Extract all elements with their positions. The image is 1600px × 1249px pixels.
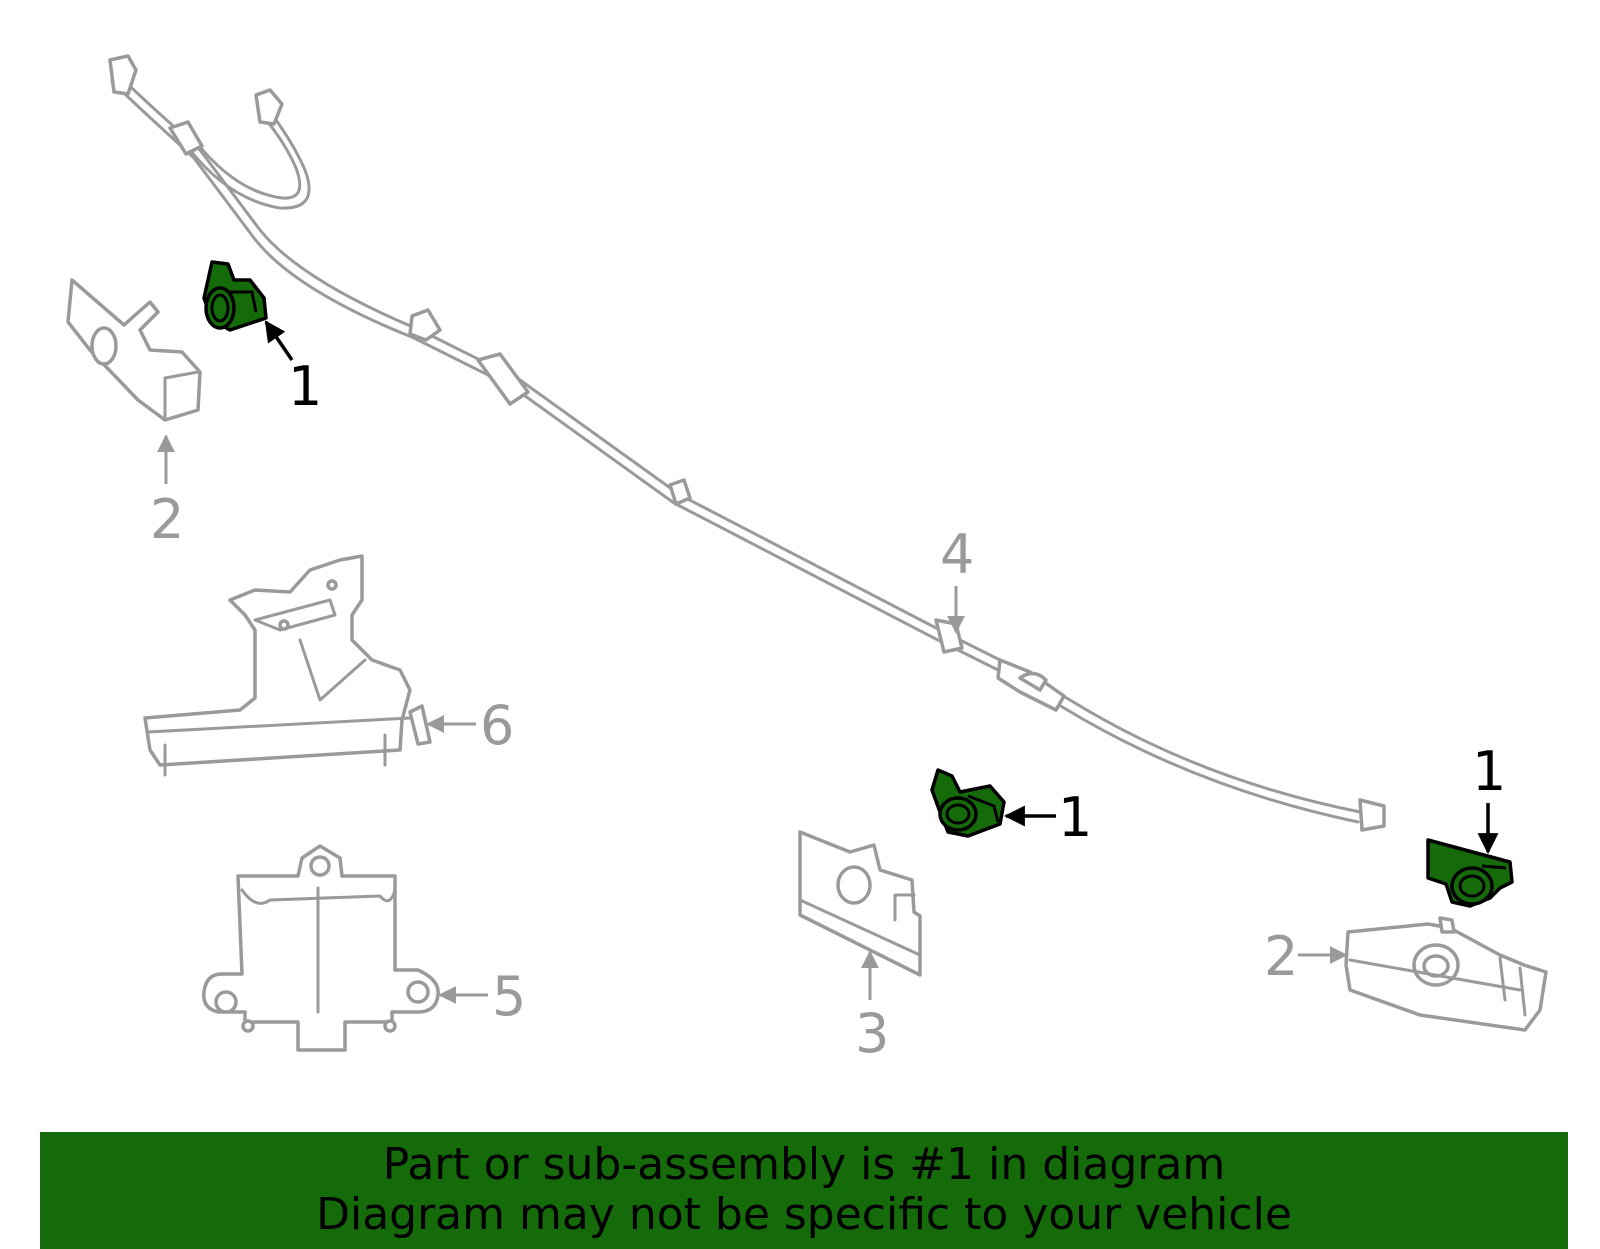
callout-bracket-left: 2 bbox=[150, 488, 184, 551]
parking-sensor-right bbox=[1426, 838, 1514, 908]
banner-line-1: Part or sub-assembly is #1 in diagram bbox=[382, 1139, 1226, 1190]
callout-harness: 4 bbox=[940, 523, 974, 586]
callout-module: 5 bbox=[492, 965, 526, 1028]
callout-bracket-right: 2 bbox=[1264, 925, 1298, 988]
parts-diagram: 1 1 1 2 2 3 4 5 6 bbox=[66, 54, 1548, 1065]
parking-sensor-top-left bbox=[202, 260, 268, 332]
wiring-harness bbox=[108, 54, 1386, 832]
leader-sensor-top-left bbox=[264, 320, 294, 361]
control-module bbox=[202, 844, 440, 1052]
callout-sensor-right: 1 bbox=[1472, 740, 1506, 803]
banner-line-2: Diagram may not be specific to your vehi… bbox=[316, 1189, 1292, 1240]
center-sensor-bracket bbox=[798, 830, 922, 977]
callout-sensor-top-left: 1 bbox=[288, 355, 322, 418]
sensor-mount bbox=[143, 554, 432, 777]
callout-sensor-middle: 1 bbox=[1058, 786, 1092, 849]
callout-mount: 6 bbox=[480, 694, 514, 757]
left-sensor-bracket bbox=[66, 278, 202, 422]
info-banner: Part or sub-assembly is #1 in diagram Di… bbox=[40, 1132, 1568, 1249]
callout-bracket-center: 3 bbox=[855, 1002, 889, 1065]
parking-sensor-middle bbox=[930, 768, 1006, 838]
right-sensor-bracket bbox=[1344, 916, 1548, 1032]
